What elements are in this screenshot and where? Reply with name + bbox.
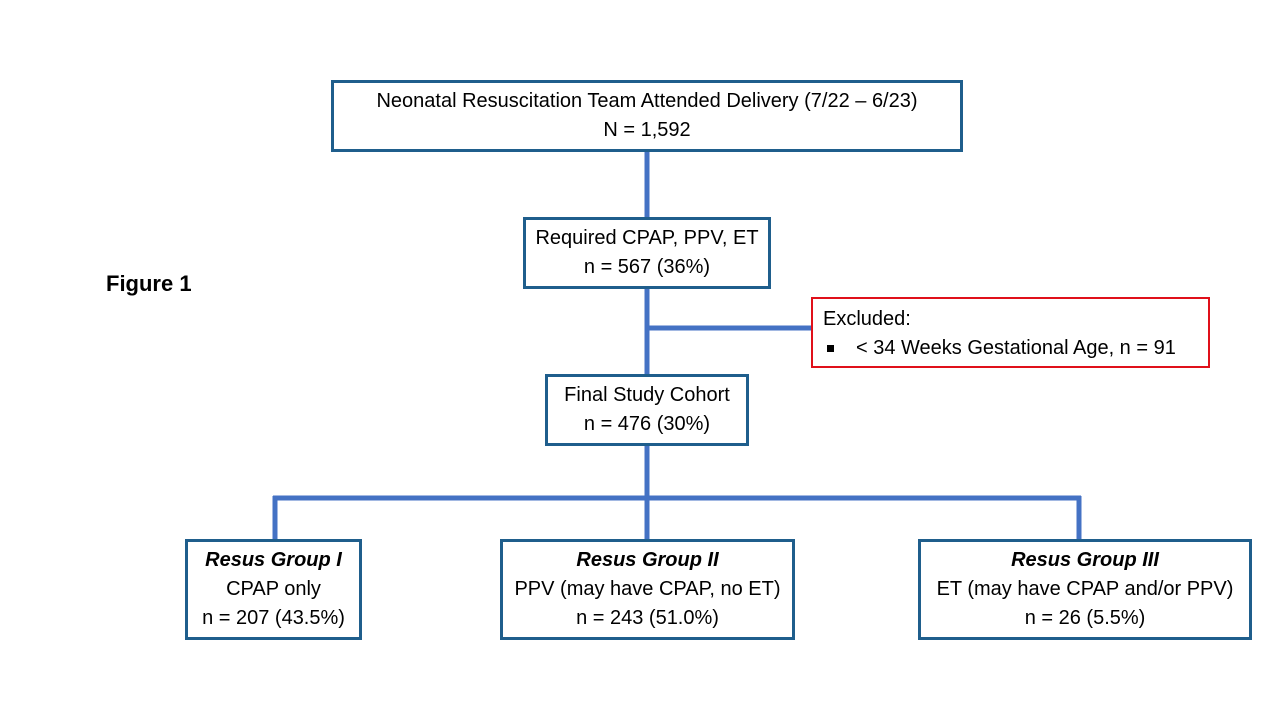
excluded-box: Excluded: < 34 Weeks Gestational Age, n … xyxy=(811,297,1210,368)
group2-desc: PPV (may have CPAP, no ET) xyxy=(514,578,781,600)
box-cohort-line1: Final Study Cohort xyxy=(564,384,730,406)
group3-desc: ET (may have CPAP and/or PPV) xyxy=(936,578,1234,600)
group1-count: n = 207 (43.5%) xyxy=(202,607,345,629)
excluded-item: < 34 Weeks Gestational Age, n = 91 xyxy=(823,334,1198,363)
box-required-line2: n = 567 (36%) xyxy=(583,256,711,278)
box-required-cpap-ppv-et: Required CPAP, PPV, ET n = 567 (36%) xyxy=(523,217,771,289)
group1-title: Resus Group I xyxy=(205,549,342,571)
box-resus-group-3: Resus Group III ET (may have CPAP and/or… xyxy=(918,539,1252,640)
group3-count: n = 26 (5.5%) xyxy=(1024,607,1146,629)
bullet-square-icon xyxy=(827,345,834,352)
box-resus-group-2: Resus Group II PPV (may have CPAP, no ET… xyxy=(500,539,795,640)
excluded-item-text: < 34 Weeks Gestational Age, n = 91 xyxy=(856,337,1176,359)
box-top-line1: Neonatal Resuscitation Team Attended Del… xyxy=(376,90,918,112)
group2-title: Resus Group II xyxy=(576,549,719,571)
group2-count: n = 243 (51.0%) xyxy=(576,607,719,629)
group3-title: Resus Group III xyxy=(1011,549,1159,571)
group1-desc: CPAP only xyxy=(226,578,321,600)
box-required-line1: Required CPAP, PPV, ET xyxy=(535,227,759,249)
box-cohort-line2: n = 476 (30%) xyxy=(583,413,711,435)
figure-label: Figure 1 xyxy=(106,271,192,296)
excluded-heading: Excluded: xyxy=(823,308,911,330)
box-final-study-cohort: Final Study Cohort n = 476 (30%) xyxy=(545,374,749,446)
box-top-line2: N = 1,592 xyxy=(603,119,691,141)
box-resus-group-1: Resus Group I CPAP only n = 207 (43.5%) xyxy=(185,539,362,640)
box-team-attended-delivery: Neonatal Resuscitation Team Attended Del… xyxy=(331,80,963,152)
